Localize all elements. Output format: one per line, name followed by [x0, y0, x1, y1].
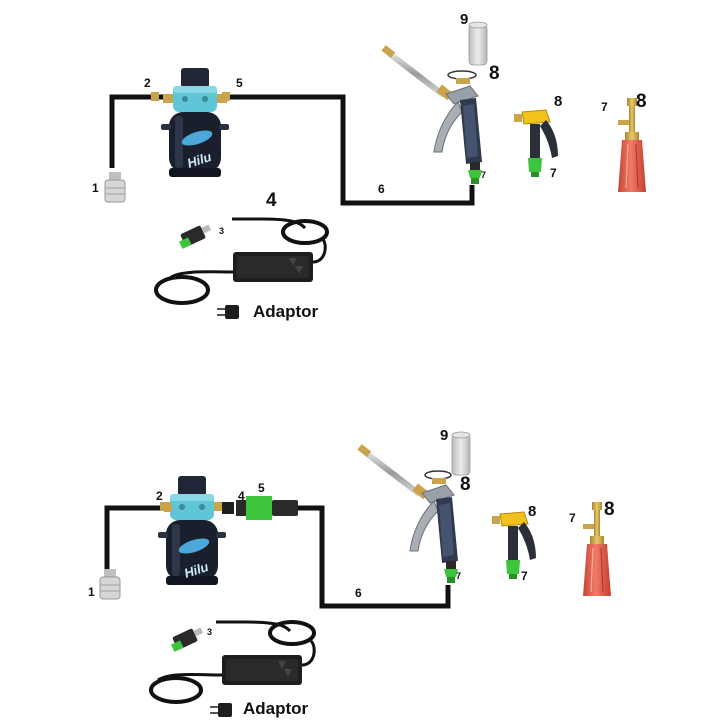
label-quick-connector: 5 [258, 481, 265, 495]
gun-tip [456, 78, 470, 84]
wall-plug [209, 702, 233, 718]
foam-cup [451, 431, 471, 476]
outlet-hose [298, 505, 451, 609]
spray-gun [381, 45, 482, 184]
diagram-bottom: Hilu [99, 431, 612, 718]
label-strainer: 1 [88, 585, 95, 599]
label-foam-bottle: 8 [604, 499, 615, 520]
inlet-fitting [151, 92, 159, 101]
label-foam-cup: 9 [440, 427, 449, 444]
spray-nozzle [491, 511, 537, 580]
strainer-part [99, 568, 121, 600]
label-foam-bottle: 8 [636, 91, 647, 112]
label-spray-coupler: 7 [550, 166, 557, 180]
label-outlet-fitting: 4 [238, 489, 245, 503]
label-power-cord: 4 [266, 190, 277, 211]
adaptor-cable [312, 236, 327, 264]
label-gun-nozzle: 8 [489, 63, 500, 84]
label-strainer: 1 [92, 181, 99, 195]
dc-connector [179, 224, 212, 249]
foam-bottle [617, 97, 647, 193]
label-gun-nozzle: 8 [460, 474, 471, 495]
pump-brand-text: Hilu [185, 149, 213, 171]
label-adaptor: Adaptor [253, 302, 319, 321]
label-gun-coupler: 7 [456, 571, 462, 581]
o-ring [424, 470, 452, 480]
gun-tip [432, 478, 446, 484]
label-dc-connector: 3 [219, 226, 225, 236]
strainer-part [104, 171, 126, 203]
power-adaptor [233, 252, 313, 282]
outlet-hose [227, 94, 475, 206]
label-foam-cup: 9 [460, 11, 469, 28]
wall-plug [216, 304, 240, 320]
outlet-fitting [222, 92, 230, 101]
power-adaptor [222, 655, 302, 685]
power-cord-coil [281, 219, 329, 245]
o-ring [447, 70, 477, 80]
label-spray-nozzle: 8 [528, 503, 537, 520]
diagram-top: Hilu [104, 21, 647, 320]
label-hose: 6 [378, 182, 385, 196]
dc-connector [171, 627, 204, 652]
mains-coil [154, 275, 210, 305]
inlet-hose [104, 505, 163, 570]
power-cable [216, 620, 292, 633]
quick-connector [236, 496, 298, 520]
foam-cup [468, 21, 488, 66]
adaptor-cable [301, 639, 316, 667]
label-dc-connector: 3 [207, 627, 213, 637]
label-adaptor: Adaptor [243, 699, 309, 718]
label-hose: 6 [355, 586, 362, 600]
inlet-hose [109, 94, 163, 168]
label-spray-coupler: 7 [521, 569, 528, 583]
inlet-fitting [164, 503, 172, 512]
label-bottle-connector: 7 [601, 100, 608, 114]
mains-coil [149, 676, 203, 704]
label-inlet-fitting: 2 [156, 489, 163, 503]
label-gun-coupler: 7 [481, 170, 487, 180]
power-cord-coil [268, 620, 316, 646]
spray-gun [357, 444, 458, 583]
outlet-fitting [222, 502, 234, 514]
power-cable [232, 217, 307, 230]
pump-brand-text: Hilu [182, 559, 210, 581]
label-inlet-fitting: 2 [144, 76, 151, 90]
label-spray-nozzle: 8 [554, 93, 563, 110]
label-bottle-connector: 7 [569, 511, 576, 525]
label-outlet-fitting: 5 [236, 76, 243, 90]
